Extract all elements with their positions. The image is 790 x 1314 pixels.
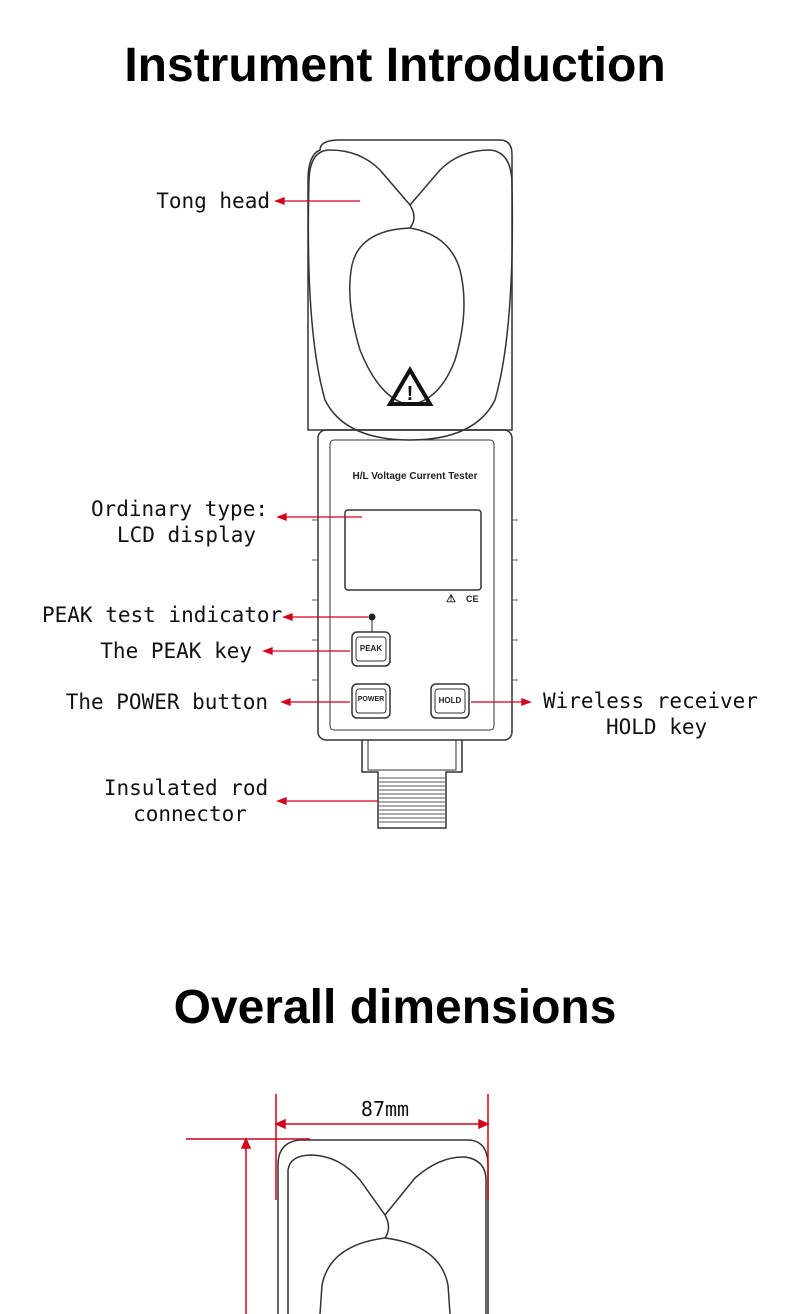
hold-key-label: HOLD <box>438 696 462 705</box>
width-dimension-label: 87mm <box>360 1097 410 1121</box>
callout-wireless-line2: HOLD key <box>606 715 708 739</box>
callout-rod-line2: connector <box>133 802 247 826</box>
callout-peak-key: The PEAK key <box>100 639 252 663</box>
callout-lcd-line2: LCD display <box>116 523 256 547</box>
tong-head <box>307 139 513 431</box>
overall-dimensions-title: Overall dimensions <box>173 981 617 1034</box>
warning-triangle-icon <box>386 366 434 406</box>
warning-mark-icon: ⚠ <box>446 593 456 605</box>
svg-text:!: ! <box>407 383 414 405</box>
ce-mark: CE <box>466 594 479 604</box>
peak-indicator-led <box>368 613 376 621</box>
peak-key <box>351 631 391 667</box>
lcd-display <box>344 509 482 591</box>
power-key-label: POWER <box>357 696 385 703</box>
callout-rod-line1: Insulated rod <box>103 776 269 800</box>
hold-key <box>430 683 470 719</box>
callout-peak-indicator: PEAK test indicator <box>42 603 283 627</box>
panel-label: H/L Voltage Current Tester <box>352 471 478 482</box>
callout-tong-head: Tong head <box>156 189 270 213</box>
rod-connector <box>361 740 463 829</box>
callout-lcd-line1: Ordinary type: <box>90 497 268 521</box>
callout-wireless-line1: Wireless receiver <box>543 689 758 713</box>
dimension-drawing <box>277 1139 489 1314</box>
instrument-introduction-title: Instrument Introduction <box>124 39 666 92</box>
peak-key-label: PEAK <box>359 644 383 653</box>
callout-power-button: The POWER button <box>65 690 268 714</box>
power-key <box>351 683 391 719</box>
